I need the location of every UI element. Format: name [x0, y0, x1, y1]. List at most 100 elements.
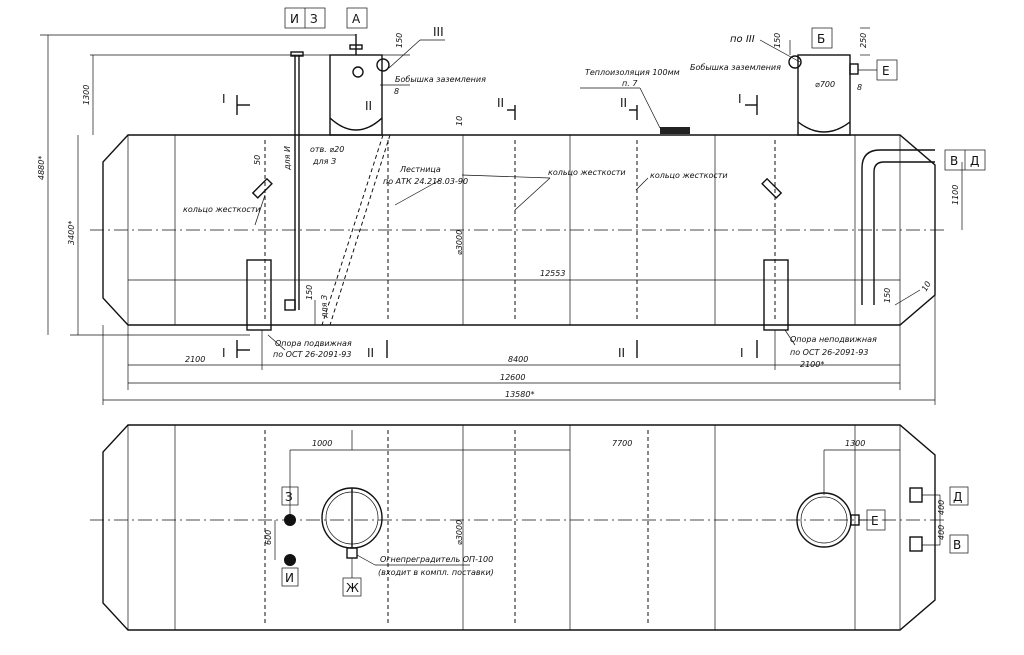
mark-B: Б — [817, 32, 825, 46]
section-markers — [236, 95, 758, 358]
section-III-label: III — [433, 25, 444, 39]
nozzle-D-plan — [909, 487, 923, 503]
dim-150-b: 150 — [773, 33, 782, 48]
tank-plan-view — [90, 424, 945, 631]
dim-10-a: 10 — [455, 116, 464, 126]
mark-E: Е — [882, 64, 890, 78]
dim-12600: 12600 — [500, 373, 525, 382]
insulation-label: Теплоизоляция 100мм — [585, 68, 680, 77]
manhole-neck-right — [797, 54, 851, 136]
mark-box-B — [811, 27, 833, 49]
dimension-values-side: 4880* 3400* 1300 150 150 250 8 8 ⌀700 10… — [37, 33, 960, 399]
flame-arrester-note: (входит в компл. поставки) — [378, 568, 494, 577]
dim-250: 250 — [859, 33, 868, 48]
mark-D: Д — [970, 154, 979, 168]
ladder-ref-label: по АТК 24.218.03-90 — [383, 177, 468, 186]
section-I-label-1: I — [222, 92, 226, 106]
boxed-marks-plan: З И Ж Е Д В — [281, 486, 969, 597]
support-fixed — [763, 259, 789, 331]
dim-150-a: 150 — [395, 33, 404, 48]
insulation-mark — [660, 127, 690, 134]
mark-box-Z-plan — [281, 486, 299, 506]
section-I-label-4: I — [740, 346, 744, 360]
dim-10-b: 10 — [920, 280, 933, 293]
tank-shell-plan — [102, 424, 936, 631]
grounding-boss-label-left: Бобышка заземления — [395, 75, 486, 84]
for-I-label: для И — [283, 146, 292, 171]
dim-600: 600 — [264, 530, 273, 545]
dim-8400: 8400 — [508, 355, 528, 364]
mark-Zh: Ж — [346, 581, 359, 595]
dim-13580: 13580* — [505, 390, 534, 399]
ring-label-2: кольцо жесткости — [548, 168, 626, 177]
grounding-boss-left — [376, 58, 390, 72]
boxed-marks-top: И З А Б Е В Д — [284, 7, 986, 171]
support-fixed-ref: по ОСТ 26-2091-93 — [790, 348, 868, 357]
mark-D-plan: Д — [953, 490, 962, 504]
flame-arrester-label: Огнепреградитель ОП-100 — [380, 555, 493, 564]
section-II-label-5: II — [618, 346, 625, 360]
dim-1000: 1000 — [312, 439, 332, 448]
mark-box-I-plan — [281, 567, 299, 587]
section-II-label-3: II — [365, 99, 372, 113]
nozzle-E — [849, 63, 859, 75]
mark-E-plan: Е — [871, 514, 879, 528]
section-II-label-4: II — [367, 346, 374, 360]
hole-label: отв. ⌀20 — [310, 145, 344, 154]
dim-50: 50 — [253, 155, 262, 165]
dim-2100: 2100 — [185, 355, 205, 364]
mark-Z: З — [310, 12, 318, 26]
mark-box-E-plan — [866, 509, 886, 531]
annotations-plan: Огнепреградитель ОП-100 (входит в компл.… — [264, 439, 946, 577]
pipe-VD — [861, 149, 935, 305]
support-movable-label: Опора подвижная — [275, 339, 352, 348]
ring-label-3: кольцо жесткости — [650, 171, 728, 180]
dim-400-b: 400 — [937, 525, 946, 540]
mark-I: И — [290, 12, 299, 26]
flange-bolt-icon — [352, 66, 364, 78]
section-labels: III I II II I II I II II I по III — [222, 25, 755, 360]
ladder-line — [329, 134, 391, 326]
section-po-III-label: по III — [730, 34, 755, 45]
ladder-label: Лестница — [399, 165, 441, 174]
support-fixed-label: Опора неподвижная — [790, 335, 877, 344]
hole-for-Z-label: для З — [312, 157, 336, 166]
dim-1300: 1300 — [82, 85, 91, 105]
dim-3000-side: ⌀3000 — [455, 230, 464, 255]
leader-lines — [254, 39, 801, 351]
dim-7700: 7700 — [612, 439, 632, 448]
dim-1300-plan: 1300 — [845, 439, 865, 448]
mark-A: А — [352, 12, 361, 26]
dim-8-b: 8 — [857, 83, 862, 92]
mark-box-D-plan — [949, 486, 969, 506]
annotations-side: Бобышка заземления Бобышка заземления Те… — [183, 63, 877, 359]
dim-4880: 4880* — [37, 156, 46, 180]
dim-3000-plan: ⌀3000 — [455, 520, 464, 545]
dim-700: ⌀700 — [815, 80, 835, 89]
grounding-boss-right — [788, 55, 802, 69]
nozzle-V-plan — [909, 536, 923, 552]
dim-1100: 1100 — [951, 185, 960, 205]
support-movable — [246, 259, 272, 331]
dim-400-a: 400 — [937, 500, 946, 515]
support-movable-ref: по ОСТ 26-2091-93 — [273, 350, 351, 359]
ring-label-1: кольцо жесткости — [183, 205, 261, 214]
section-II-label-2: II — [620, 96, 627, 110]
nozzle-I-plan — [284, 554, 296, 566]
dim-3400: 3400* — [67, 221, 76, 245]
for-Z-label: для З — [320, 295, 329, 319]
mark-I-plan: И — [285, 571, 294, 585]
section-I-label-2: I — [738, 92, 742, 106]
mark-box-V-plan — [949, 534, 969, 554]
mark-V: В — [950, 154, 958, 168]
section-I-label-3: I — [222, 346, 226, 360]
tank-side-view — [90, 34, 945, 331]
mark-box-Zh — [342, 577, 362, 597]
mark-Z-plan: З — [285, 490, 293, 504]
dimension-lines-side — [40, 27, 963, 405]
dim-150-d: 150 — [883, 288, 892, 303]
dimension-lines-plan — [274, 430, 941, 578]
dim-150-c: 150 — [305, 285, 314, 300]
nozzle-Z-plan — [284, 514, 296, 526]
